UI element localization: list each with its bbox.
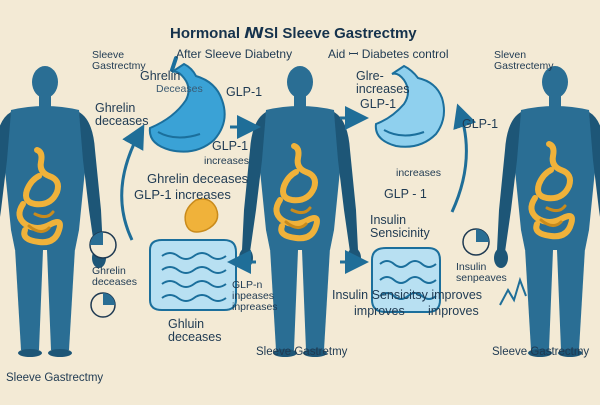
center-glp1-top: GLP-1 — [226, 85, 263, 99]
arrow-cycle-right — [450, 103, 477, 213]
center-increases: increases — [204, 155, 249, 167]
right-glp1-c: GLP - 1 — [384, 187, 427, 201]
right-improves-b: improves — [428, 304, 479, 318]
center-caption: Sleeve Gastretmy — [256, 346, 348, 358]
right-stomach-illustration — [374, 64, 445, 148]
center-ghrelin-deceases: Ghrelin deceases — [147, 171, 249, 186]
right-insulin-improves: Insulin Sensicitsy improves — [332, 288, 483, 302]
right-glre-label: Glre- increases — [356, 69, 410, 97]
center-glp1-mid: GLP-1 — [212, 139, 249, 153]
intestine-illustration — [149, 198, 237, 311]
left-top-label: Sleeve Gastrectmy — [92, 49, 146, 73]
left-pie-chart — [89, 231, 117, 318]
diagram-title: Hormonal ꟿSl Sleeve Gastrectmy — [170, 25, 417, 42]
arrow-cycle-left — [120, 124, 145, 241]
right-glp1-a: GLP-1 — [360, 97, 397, 111]
right-top-label: Sleven Gastrectemy — [494, 49, 554, 73]
center-ghluin-label: Ghluin deceases — [168, 317, 222, 345]
center-glpn-label: GLP-n inpeases inpreases — [232, 279, 278, 314]
left-stomach-illustration — [148, 56, 226, 153]
left-caption: Sleeve Gastrectmy — [6, 372, 104, 384]
right-insulin-side-label: Insulin senpeaves — [456, 261, 507, 285]
right-insulin-label: Insulin Sensicinity — [370, 213, 430, 241]
left-ghrelin-chart-label: Ghrelin deceases — [92, 265, 137, 289]
right-improves-a: improves — [354, 304, 405, 318]
subtitle-left: After Sleeve Diabetny — [176, 47, 293, 61]
center-glp1-increases: GLP-1 increases — [134, 187, 231, 202]
subtitle-right: Aid ꟷ Diabetes control — [328, 47, 449, 61]
right-glp1-b: GLP-1 — [462, 117, 499, 131]
right-caption: Sleeve Gastrectmy — [492, 346, 590, 358]
trend-line-icon — [499, 276, 527, 306]
flow-arrows — [120, 103, 477, 274]
left-ghrelin-side-label: Ghrelin deceases — [95, 101, 149, 129]
right-human-figure — [494, 66, 600, 357]
right-pie-chart — [462, 228, 490, 256]
left-ghrelin-label-2: Deceases — [156, 83, 203, 95]
left-human-figure — [0, 66, 106, 357]
center-human-figure — [239, 66, 361, 357]
right-increases: increases — [396, 167, 441, 179]
left-ghrelin-label: Ghrelin — [140, 69, 181, 83]
right-intestine-illustration — [371, 247, 441, 313]
